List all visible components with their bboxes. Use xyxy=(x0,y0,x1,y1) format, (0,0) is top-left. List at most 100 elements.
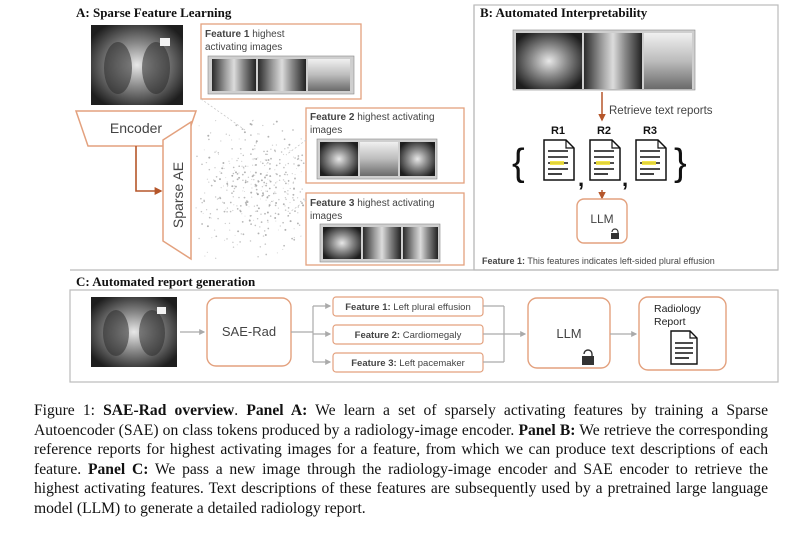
scatter-point xyxy=(251,187,253,189)
scatter-point xyxy=(253,219,255,221)
caption-panel-b: Panel B: xyxy=(518,421,576,439)
scatter-point xyxy=(264,176,266,179)
report-doc-1: R1 xyxy=(543,125,575,181)
scatter-point xyxy=(241,165,243,167)
scatter-point xyxy=(233,187,236,190)
scatter-point xyxy=(226,185,229,188)
scatter-point xyxy=(242,179,244,181)
caption-panel-a-text: We learn a set of sparsely activating fe… xyxy=(34,402,769,439)
feature-2-bold: Feature 2 xyxy=(310,112,355,123)
scatter-point xyxy=(260,179,263,182)
scatter-point xyxy=(201,201,203,204)
scatter-point xyxy=(292,156,295,158)
figure-caption: Figure 1: SAE-Rad overview. Panel A: We … xyxy=(34,401,768,519)
scatter-point xyxy=(293,188,295,191)
scatter-point xyxy=(287,183,289,185)
scatter-point xyxy=(269,167,271,170)
sae-to-features-connectors xyxy=(291,303,332,365)
scatter-point xyxy=(242,233,245,236)
scatter-point xyxy=(293,237,295,239)
scatter-point xyxy=(226,207,229,209)
scatter-point xyxy=(226,211,228,213)
scatter-point xyxy=(243,190,246,193)
scatter-point xyxy=(277,229,279,231)
scatter-point xyxy=(232,180,234,182)
c-feature-1-text: Left plural effusion xyxy=(391,302,471,313)
scatter-point xyxy=(294,177,296,180)
scatter-point xyxy=(239,241,241,243)
scatter-point xyxy=(274,204,277,207)
scatter-point xyxy=(256,204,259,207)
scatter-point xyxy=(224,222,226,225)
scatter-point xyxy=(257,157,259,159)
scatter-point xyxy=(253,158,255,160)
scatter-point xyxy=(254,144,256,147)
scatter-point xyxy=(234,185,237,188)
scatter-point xyxy=(236,159,238,162)
feature-2-image-2 xyxy=(360,142,398,176)
scatter-point xyxy=(263,181,266,184)
scatter-point xyxy=(276,173,278,176)
scatter-point xyxy=(246,181,249,183)
scatter-point xyxy=(231,192,233,194)
scatter-point xyxy=(260,221,263,223)
scatter-point xyxy=(275,220,277,222)
scatter-point xyxy=(284,180,286,183)
scatter-point xyxy=(254,171,257,174)
feature-3-image-2 xyxy=(363,227,401,259)
scatter-point xyxy=(217,217,219,220)
scatter-point xyxy=(234,234,236,236)
panel-b-title: B: Automated Interpretability xyxy=(480,5,648,20)
scatter-point xyxy=(236,178,239,181)
scatter-point xyxy=(244,139,246,141)
scatter-point xyxy=(255,158,258,160)
scatter-point xyxy=(300,171,302,173)
scatter-point xyxy=(205,161,208,164)
scatter-point xyxy=(287,210,289,213)
feature-2-image-1 xyxy=(320,142,358,176)
scatter-point xyxy=(219,196,221,199)
scatter-point xyxy=(239,205,242,207)
report-document-icon xyxy=(670,330,698,365)
scatter-point xyxy=(219,171,221,173)
scatter-point xyxy=(264,234,267,236)
scatter-point xyxy=(215,257,217,259)
comma-1: , xyxy=(578,166,584,191)
scatter-point xyxy=(254,183,257,186)
panel-c-title: C: Automated report generation xyxy=(76,274,256,289)
feature-3-text: highest activating xyxy=(354,198,434,209)
caption-label: Figure 1: xyxy=(34,402,104,419)
scatter-point xyxy=(265,159,268,162)
scatter-point xyxy=(204,192,206,194)
scatter-point xyxy=(275,120,278,123)
scatter-point xyxy=(282,203,285,206)
scatter-point xyxy=(268,168,270,171)
scatter-point xyxy=(301,154,304,157)
scatter-point xyxy=(252,119,254,121)
scatter-point xyxy=(224,239,226,241)
scatter-point xyxy=(294,210,296,213)
scatter-point xyxy=(300,138,302,140)
scatter-point xyxy=(232,166,235,169)
caption-panel-c-text: We pass a new image through the radiolog… xyxy=(34,460,768,517)
scatter-point xyxy=(211,237,213,239)
scatter-point xyxy=(236,173,239,175)
scatter-point xyxy=(297,157,300,160)
scatter-point xyxy=(225,177,227,179)
scatter-point xyxy=(204,255,206,257)
scatter-point xyxy=(237,157,239,160)
scatter-point xyxy=(254,224,257,227)
scatter-point xyxy=(220,172,223,175)
scatter-point xyxy=(250,171,252,173)
scatter-point xyxy=(251,120,254,122)
panel-b-image-1 xyxy=(516,33,582,89)
scatter-point xyxy=(257,256,259,258)
scatter-point xyxy=(260,213,262,215)
feature-3-line2: images xyxy=(310,211,342,222)
sparse-ae-label: Sparse AE xyxy=(170,162,186,228)
scatter-point xyxy=(267,221,269,223)
scatter-point xyxy=(274,191,276,193)
scatter-point xyxy=(268,204,271,207)
scatter-point xyxy=(231,174,234,177)
scatter-point xyxy=(257,207,260,210)
